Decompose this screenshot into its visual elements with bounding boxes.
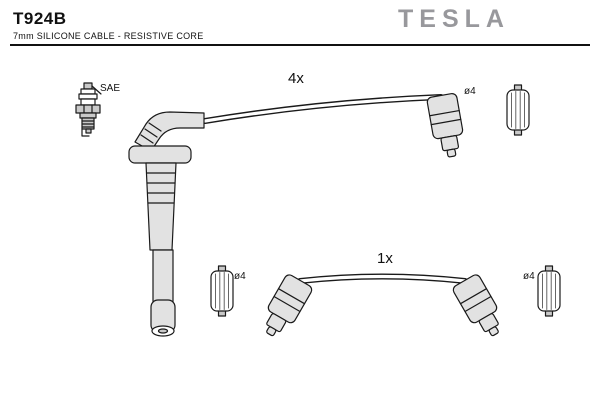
sae-leader-line	[91, 85, 102, 95]
part-number: T924B	[13, 9, 67, 28]
terminal-diameter-label-bottom-left: ø4	[234, 271, 246, 282]
brand-logo: TESLA	[398, 5, 510, 33]
terminal-diameter-label-top: ø4	[464, 86, 476, 97]
cable-spec: 7mm SILICONE CABLE - RESISTIVE CORE	[13, 31, 204, 41]
header-divider	[10, 44, 590, 46]
spark-plug-standard-label: SAE	[100, 83, 120, 94]
terminal-icon-bottom-right	[537, 265, 561, 317]
single-cable	[297, 273, 468, 284]
plug-boot-top-right	[425, 92, 468, 160]
spark-plug-icon	[75, 82, 101, 137]
main-cable	[202, 94, 444, 124]
elbow-boot-part	[134, 111, 205, 152]
qty-4x-label: 4x	[288, 70, 304, 87]
qty-1x-label: 1x	[377, 250, 393, 267]
terminal-icon-top	[506, 84, 530, 136]
plug-boot-bottom-right	[450, 272, 510, 343]
terminal-diameter-label-bottom-right: ø4	[523, 271, 535, 282]
pencil-boot	[128, 111, 205, 337]
plug-boot-bottom-left	[255, 272, 315, 343]
terminal-icon-bottom-left	[210, 265, 234, 317]
